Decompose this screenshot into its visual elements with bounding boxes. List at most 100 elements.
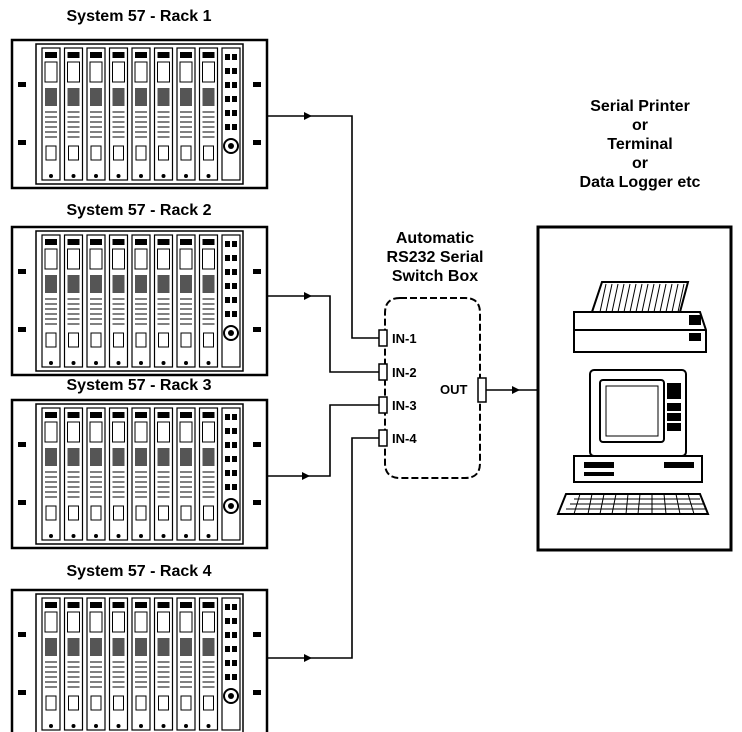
card-handle <box>158 695 169 711</box>
card-screw <box>206 724 211 728</box>
card-screw <box>94 174 98 178</box>
interface-switch <box>232 442 237 448</box>
card-led <box>202 412 215 418</box>
card-panel <box>135 88 147 106</box>
controller-card <box>41 47 61 181</box>
card-handle <box>203 505 214 521</box>
card-display <box>44 421 58 443</box>
card-handle <box>90 332 102 348</box>
output-device-title-line-2: or <box>632 117 648 134</box>
card-display <box>202 421 215 443</box>
card-screw <box>49 174 53 178</box>
card-display <box>67 421 80 443</box>
mount-hole <box>18 632 26 637</box>
controller-card <box>176 47 196 181</box>
mount-hole <box>18 269 26 274</box>
card-handle <box>90 695 102 711</box>
card-led <box>67 239 80 245</box>
card-led <box>112 412 125 418</box>
mount-hole <box>253 140 261 145</box>
interface-switch <box>232 297 237 303</box>
card-panel <box>112 638 125 656</box>
card-led <box>135 52 147 58</box>
card-screw <box>184 361 188 365</box>
card-panel <box>157 275 170 293</box>
card-screw <box>139 174 143 178</box>
card-display <box>67 61 80 83</box>
card-display <box>44 61 58 83</box>
card-screw <box>206 361 211 365</box>
card-display <box>202 611 215 633</box>
card-display <box>134 248 148 270</box>
interface-switch <box>225 442 230 448</box>
arrowhead <box>512 386 520 394</box>
controller-card <box>86 597 106 731</box>
card-led <box>45 412 57 418</box>
controller-card <box>63 234 84 368</box>
card-display <box>157 61 170 83</box>
interface-switch <box>232 269 237 275</box>
card-handle <box>45 505 57 521</box>
card-handle <box>113 332 124 348</box>
mount-hole <box>253 82 261 87</box>
card-led <box>202 52 215 58</box>
card-handle <box>90 505 102 521</box>
card-display <box>112 421 125 443</box>
port-in-3-label: IN-3 <box>392 398 417 413</box>
port-in-1-label: IN-1 <box>392 331 417 346</box>
card-led <box>180 602 192 608</box>
card-handle <box>68 145 79 161</box>
card-led <box>157 412 170 418</box>
card-screw <box>116 361 121 365</box>
controller-card <box>153 597 174 731</box>
interface-body <box>221 234 241 368</box>
card-display <box>112 61 125 83</box>
card-display <box>179 421 193 443</box>
card-led <box>180 52 192 58</box>
interface-switch <box>225 484 230 490</box>
card-screw <box>139 724 143 728</box>
card-led <box>45 239 57 245</box>
card-display <box>157 421 170 443</box>
rack-2-title: System 57 - Rack 2 <box>66 202 212 219</box>
controller-card <box>63 47 84 181</box>
card-display <box>179 611 193 633</box>
mount-hole <box>18 690 26 695</box>
interface-switch <box>232 618 237 624</box>
card-panel <box>202 448 215 466</box>
card-panel <box>180 88 192 106</box>
card-display <box>44 248 58 270</box>
card-panel <box>67 448 80 466</box>
rack-3-title: System 57 - Rack 3 <box>66 377 212 394</box>
card-display <box>157 248 170 270</box>
card-led <box>135 412 147 418</box>
rack-4-title: System 57 - Rack 4 <box>66 563 212 580</box>
card-screw <box>116 174 121 178</box>
card-handle <box>113 695 124 711</box>
card-led <box>157 52 170 58</box>
interface-switch <box>232 124 237 130</box>
interface-switch <box>232 674 237 680</box>
interface-switch <box>225 124 230 130</box>
interface-switch <box>225 68 230 74</box>
port-in-4-label: IN-4 <box>392 431 417 446</box>
interface-body <box>221 407 241 541</box>
card-led <box>112 52 125 58</box>
card-screw <box>71 361 76 365</box>
card-panel <box>112 448 125 466</box>
card-led <box>67 412 80 418</box>
switch-box-title-line-3: Switch Box <box>391 268 479 285</box>
interface-switch <box>232 255 237 261</box>
interface-switch <box>225 618 230 624</box>
card-panel <box>45 448 57 466</box>
interface-card <box>221 47 241 181</box>
card-display <box>89 611 103 633</box>
card-display <box>202 248 215 270</box>
card-screw <box>184 174 188 178</box>
controller-card <box>108 234 129 368</box>
card-panel <box>202 88 215 106</box>
interface-body <box>221 597 241 731</box>
interface-switch <box>232 632 237 638</box>
rack-1-title: System 57 - Rack 1 <box>66 8 212 25</box>
interface-switch <box>232 646 237 652</box>
